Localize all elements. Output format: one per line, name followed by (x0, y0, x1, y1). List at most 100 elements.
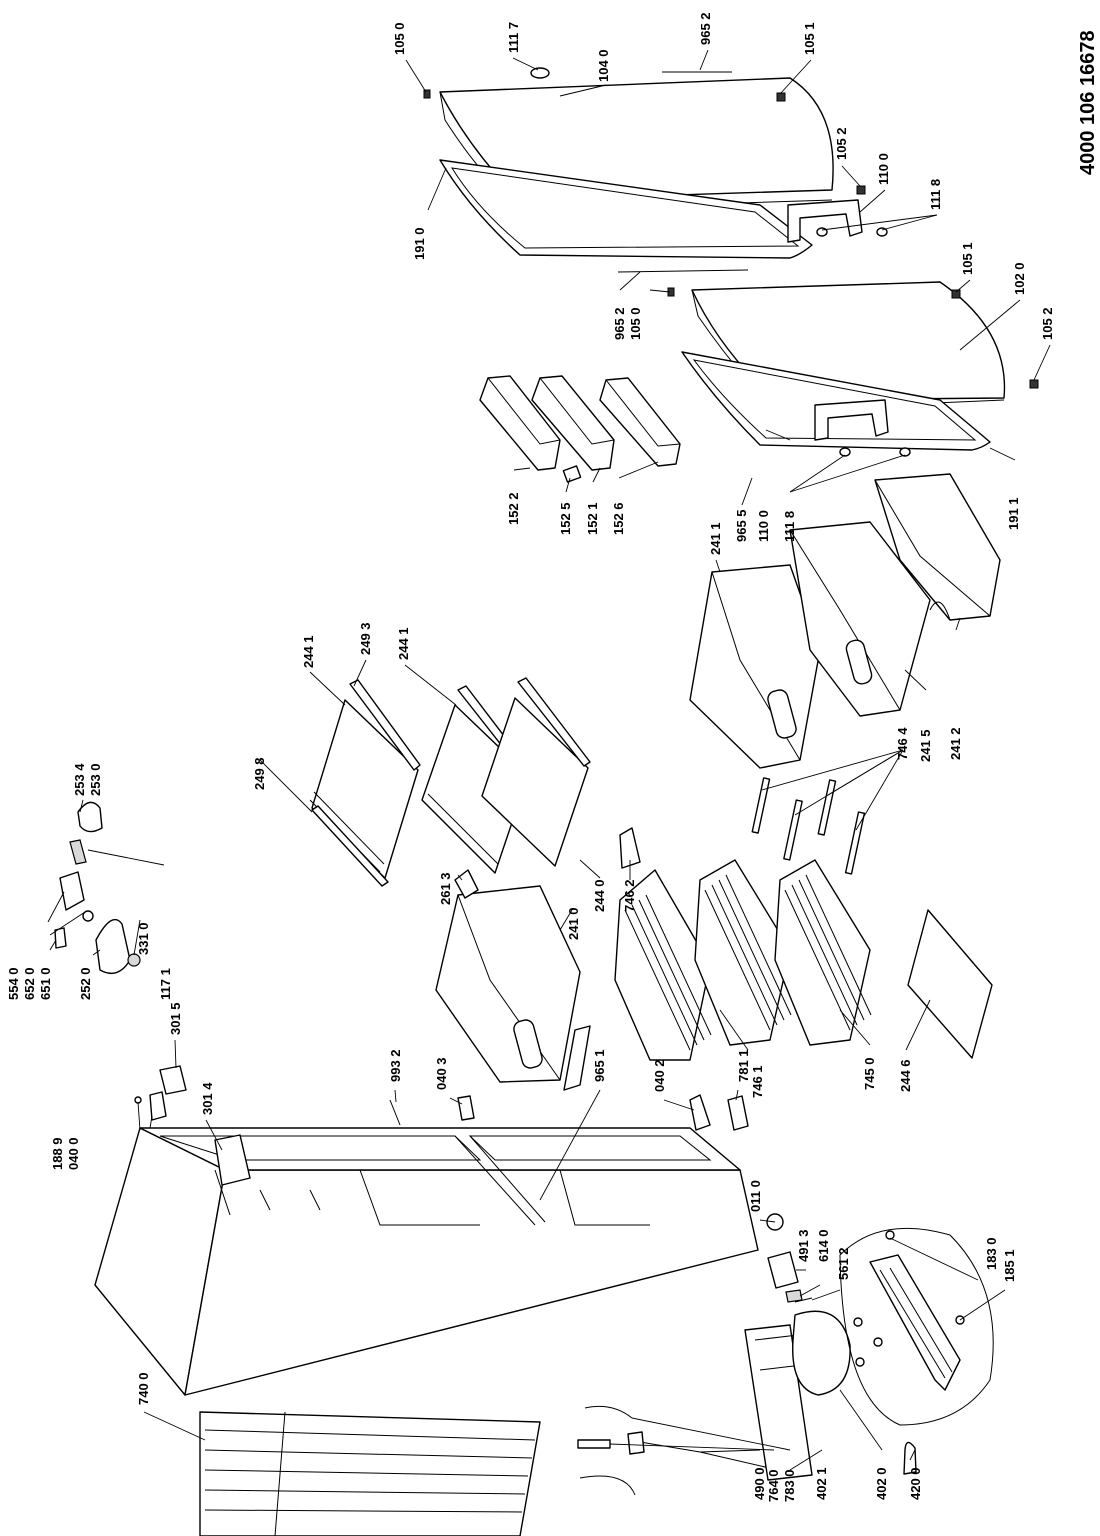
label-7400: 740 0 (136, 1372, 151, 1405)
label-1522: 152 2 (506, 492, 521, 525)
label-1020: 102 0 (1012, 262, 1027, 295)
label-1117: 111 7 (506, 22, 521, 53)
label-1100b: 110 0 (756, 510, 771, 542)
label-9651: 965 1 (592, 1049, 607, 1082)
balcony-1521 (531, 375, 615, 471)
cabinet-front (184, 1169, 759, 1396)
label-1830: 183 0 (984, 1237, 999, 1270)
grommet-3 (855, 1357, 865, 1367)
label-2530: 253 0 (88, 763, 103, 796)
glass-shelves-group (309, 677, 591, 887)
lamp-socket-6510 (54, 927, 67, 949)
trim-9651 (563, 1025, 591, 1091)
hinge-3014 (214, 1134, 251, 1186)
door-balconies-group (479, 375, 681, 483)
glass-shelf-2440 (481, 697, 589, 867)
rail-2 (783, 799, 803, 861)
thermostat-assembly-group (54, 801, 141, 974)
upper-door-group (423, 67, 888, 259)
label-6520: 652 0 (22, 967, 37, 1000)
grommet-2 (873, 1337, 883, 1347)
label-1889: 188 9 (50, 1137, 65, 1170)
label-1525: 152 5 (558, 502, 573, 535)
label-7830: 783 0 (782, 1469, 797, 1502)
label-9932: 993 2 (388, 1049, 403, 1082)
label-1040: 104 0 (596, 49, 611, 82)
screw-1052b (1029, 379, 1039, 389)
hinge-cap-1117 (530, 67, 550, 79)
screw-1050a (423, 89, 431, 99)
label-4020: 402 0 (874, 1467, 889, 1500)
compressor-4020 (792, 1310, 851, 1396)
label-2415: 241 5 (918, 729, 933, 762)
label-5612: 561 2 (836, 1247, 851, 1280)
pin-9652b (617, 269, 749, 273)
overload-6140 (785, 1289, 803, 1303)
part-labels: 105 0 111 7 104 0 965 2 105 1 105 2 110 … (6, 12, 1055, 1502)
cabinet-body-group (94, 1094, 759, 1396)
label-1052b: 105 2 (1040, 307, 1055, 340)
compressor-group (744, 1213, 917, 1481)
label-1050a: 105 0 (392, 22, 407, 55)
mounting-plate-group (839, 1227, 994, 1426)
lamp-bulb-2534 (69, 839, 87, 865)
label-3014: 301 4 (200, 1082, 215, 1115)
label-7462: 746 2 (622, 879, 637, 912)
balcony-1526 (599, 377, 681, 467)
label-1521: 152 1 (585, 502, 600, 535)
label-9652a: 965 2 (698, 12, 713, 45)
label-0402: 040 2 (652, 1059, 667, 1092)
small-parts-group (134, 1065, 749, 1131)
screw-1830 (885, 1230, 895, 1240)
grommet-1 (853, 1317, 863, 1327)
label-2410: 241 0 (566, 907, 581, 940)
wire-9932 (389, 1099, 401, 1126)
upper-door-handle (787, 199, 863, 243)
label-1050b: 105 0 (628, 307, 643, 340)
shelf-trim-2493 (349, 679, 421, 771)
label-7640: 764 0 (766, 1469, 781, 1502)
label-7450: 745 0 (862, 1057, 877, 1090)
crisper-2410 (435, 885, 581, 1083)
label-9655: 965 5 (734, 509, 749, 542)
label-1910: 191 0 (412, 227, 427, 260)
wire-shelves-group (614, 859, 872, 1061)
mounting-plate-outline (839, 1227, 994, 1426)
accessories-group (577, 1405, 779, 1471)
glass-shelf-2441a (311, 699, 419, 879)
bracket-0400 (149, 1091, 167, 1121)
housing-2520 (95, 918, 131, 974)
knob-6520 (82, 910, 94, 922)
label-0110: 011 0 (748, 1180, 763, 1212)
upper-door-panel (439, 77, 834, 201)
condenser-7400 (199, 1411, 541, 1536)
label-1118b: 111 8 (782, 511, 797, 542)
wire-5612 (794, 1297, 813, 1303)
label-2440: 244 0 (592, 879, 607, 912)
leader-lines (47, 49, 1051, 1471)
rail-4 (844, 811, 866, 875)
label-1851: 185 1 (1002, 1249, 1017, 1282)
label-2411a: 241 1 (708, 522, 723, 555)
label-1526: 152 6 (611, 502, 626, 535)
label-4021: 402 1 (814, 1467, 829, 1500)
shelf-trim-2498 (311, 805, 389, 887)
freezer-drawers-group (689, 473, 1001, 769)
crisper-drawer-group (435, 827, 641, 1091)
label-6140: 614 0 (816, 1229, 831, 1262)
lower-door-gasket (681, 351, 991, 451)
label-5540: 554 0 (6, 967, 21, 1000)
cap-1118a-2 (876, 227, 888, 237)
label-0400: 040 0 (66, 1137, 81, 1170)
cabinet-interior (159, 1135, 712, 1161)
label-2493: 249 3 (358, 622, 373, 655)
label-1171: 117 1 (158, 968, 173, 1000)
label-4913: 491 3 (796, 1229, 811, 1262)
label-7464: 746 4 (895, 727, 910, 760)
condenser-group (199, 1411, 636, 1536)
label-2498: 249 8 (252, 757, 267, 790)
label-1100a: 110 0 (876, 153, 891, 185)
plug (627, 1431, 645, 1455)
label-1118a: 111 8 (928, 179, 943, 210)
